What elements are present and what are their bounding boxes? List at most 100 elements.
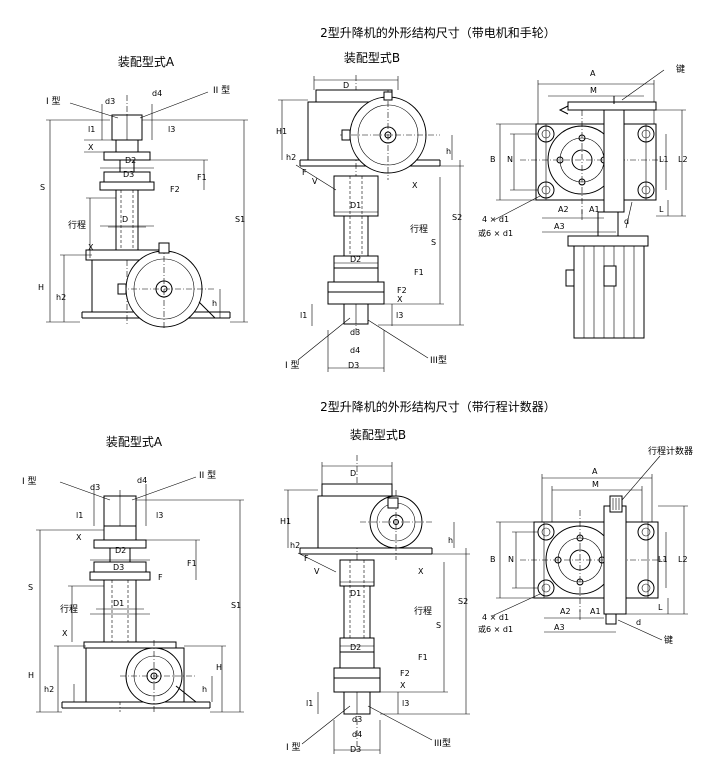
label-x2-top-a: X	[88, 243, 94, 252]
heading-counter: 2型升降机的外形结构尺寸（带行程计数器）	[320, 399, 556, 414]
label-type1-top-a: I 型	[46, 96, 61, 107]
label-v-top-b: V	[312, 177, 318, 186]
subtitle-a-bottom: 装配型式A	[106, 435, 163, 449]
view-bottom-b: D H1 h2 F V h X D1 行程 S S2 D2 F1 F2 X l1…	[280, 455, 470, 754]
label-d2-bottom-b: D2	[350, 643, 361, 652]
label-holes-bottom-plan: 4 × d1	[482, 613, 509, 622]
label-f1-bottom-b: F1	[418, 653, 428, 662]
label-m-top-plan: M	[590, 86, 597, 95]
label-d3-top-b: d3	[350, 328, 360, 337]
label-x1-top-b: X	[412, 181, 418, 190]
label-f1-bottom-a: F1	[187, 559, 197, 568]
label-type3-top-b: III型	[430, 355, 447, 366]
label-f-bottom-a: F	[158, 573, 163, 582]
label-b-top-plan: B	[490, 155, 496, 164]
label-d3-bottom-b: d3	[352, 715, 362, 724]
view-bottom-a: I 型 II 型 d3 d4 l1 l3 X D2 D3 F1 F D1 行程 …	[22, 470, 244, 713]
label-key-bottom-plan: 键	[664, 634, 673, 646]
label-type3-bottom-b: III型	[434, 738, 451, 749]
label-x1-bottom-a: X	[76, 533, 82, 542]
label-type2-top-a: II 型	[213, 85, 230, 96]
label-s-top-b: S	[431, 238, 436, 247]
label-x2-bottom-a: X	[62, 629, 68, 638]
label-x2-bottom-b: X	[400, 681, 406, 690]
label-holes-alt-bottom-plan: 或6 × d1	[478, 624, 513, 634]
label-d-top-a: D	[122, 215, 128, 224]
label-a1-top-plan: A1	[589, 205, 600, 214]
label-d-bottom-plan: d	[636, 618, 641, 627]
label-s-bottom-b: S	[436, 621, 441, 630]
label-l1-top-a: l1	[88, 125, 95, 134]
label-d1-bottom-a: D1	[113, 599, 124, 608]
label-holes-alt-top-plan: 或6 × d1	[478, 228, 513, 238]
view-top-a: I 型 II 型 d3 d4 l1 l3 X X D2 D3 F1 F2 D 行…	[38, 85, 248, 330]
label-h2-bottom-b: h2	[290, 541, 300, 550]
label-l3-top-b: l3	[396, 311, 403, 320]
label-s1-top-a: S1	[235, 215, 245, 224]
label-d3b-bottom-a: D3	[113, 563, 124, 572]
label-d4-bottom-b: d4	[352, 730, 362, 739]
label-d3-bottom-a: d3	[90, 483, 100, 492]
label-x1-bottom-b: X	[418, 567, 424, 576]
subtitle-b-bottom: 装配型式B	[350, 428, 406, 442]
view-top-b: D H1 h2 F V h X D1 行程 S S2 D2 F1 F2 X l1…	[276, 75, 464, 372]
label-d2-bottom-a: D2	[115, 546, 126, 555]
label-d3-top-a: d3	[105, 97, 115, 106]
label-l1-top-plan: L1	[659, 155, 669, 164]
label-f2-top-a: F2	[170, 185, 180, 194]
label-l1-bottom-a: l1	[76, 511, 83, 520]
label-x1-top-a: X	[88, 143, 94, 152]
label-a2-top-plan: A2	[558, 205, 569, 214]
label-h-top-a: H	[38, 283, 44, 292]
label-type2-bottom-a: II 型	[199, 470, 216, 481]
label-f1-top-b: F1	[414, 268, 424, 277]
label-f-bottom-b: F	[304, 554, 309, 563]
label-s-bottom-a: S	[28, 583, 33, 592]
label-a2-bottom-plan: A2	[560, 607, 571, 616]
label-type1-bottom-a: I 型	[22, 476, 37, 487]
label-key-top-plan: 键	[676, 63, 685, 75]
label-d-top-plan: d	[624, 217, 629, 226]
label-l1-bottom-b: l1	[306, 699, 313, 708]
label-d-top-b: D	[343, 81, 349, 90]
label-m-bottom-plan: M	[592, 480, 599, 489]
label-h1-bottom-b: H1	[280, 517, 291, 526]
label-hs-top-a: h	[212, 299, 217, 308]
label-type1-bottom-b: I 型	[286, 742, 301, 753]
label-l-bottom-plan: L	[658, 603, 663, 612]
label-b-bottom-plan: B	[490, 555, 496, 564]
subtitle-b-top: 装配型式B	[344, 51, 400, 65]
label-f2-bottom-b: F2	[400, 669, 410, 678]
label-d4-bottom-a: d4	[137, 476, 147, 485]
label-n-top-plan: N	[507, 155, 513, 164]
label-h-right-bottom-a: H	[216, 663, 222, 672]
label-holes-top-plan: 4 × d1	[482, 215, 509, 224]
label-d3b-top-a: D3	[123, 170, 134, 179]
label-x2-top-b: X	[397, 295, 403, 304]
label-s-top-a: S	[40, 183, 45, 192]
label-a-top-plan: A	[590, 69, 596, 78]
label-d2-top-b: D2	[350, 255, 361, 264]
label-counter-bottom-plan: 行程计数器	[648, 445, 693, 457]
view-bottom-plan: A M 行程计数器 键 B N L1 L2 L A2 A1 A3 d 4 × d…	[478, 445, 693, 646]
label-h2-top-a: h2	[56, 293, 66, 302]
label-hs-top-b: h	[446, 147, 451, 156]
label-l1-bottom-plan: L1	[658, 555, 668, 564]
label-d1-top-b: D1	[350, 201, 361, 210]
label-d1-bottom-b: D1	[350, 589, 361, 598]
label-hs-bottom-b: h	[448, 536, 453, 545]
label-travel-bottom-b: 行程	[414, 605, 432, 617]
label-a3-bottom-plan: A3	[554, 623, 565, 632]
label-s1-bottom-a: S1	[231, 601, 241, 610]
label-n-bottom-plan: N	[508, 555, 514, 564]
label-travel-top-b: 行程	[410, 223, 428, 235]
label-l3-top-a: l3	[168, 125, 175, 134]
label-l-top-plan: L	[659, 205, 664, 214]
label-a1-bottom-plan: A1	[590, 607, 601, 616]
label-travel-top-a: 行程	[68, 219, 86, 231]
label-l3-bottom-b: l3	[402, 699, 409, 708]
view-top-plan: A M 键 B N L1 L2 L A2 A1 A3 d 4 × d1 或6 ×…	[478, 63, 688, 339]
label-a3-top-plan: A3	[554, 222, 565, 231]
